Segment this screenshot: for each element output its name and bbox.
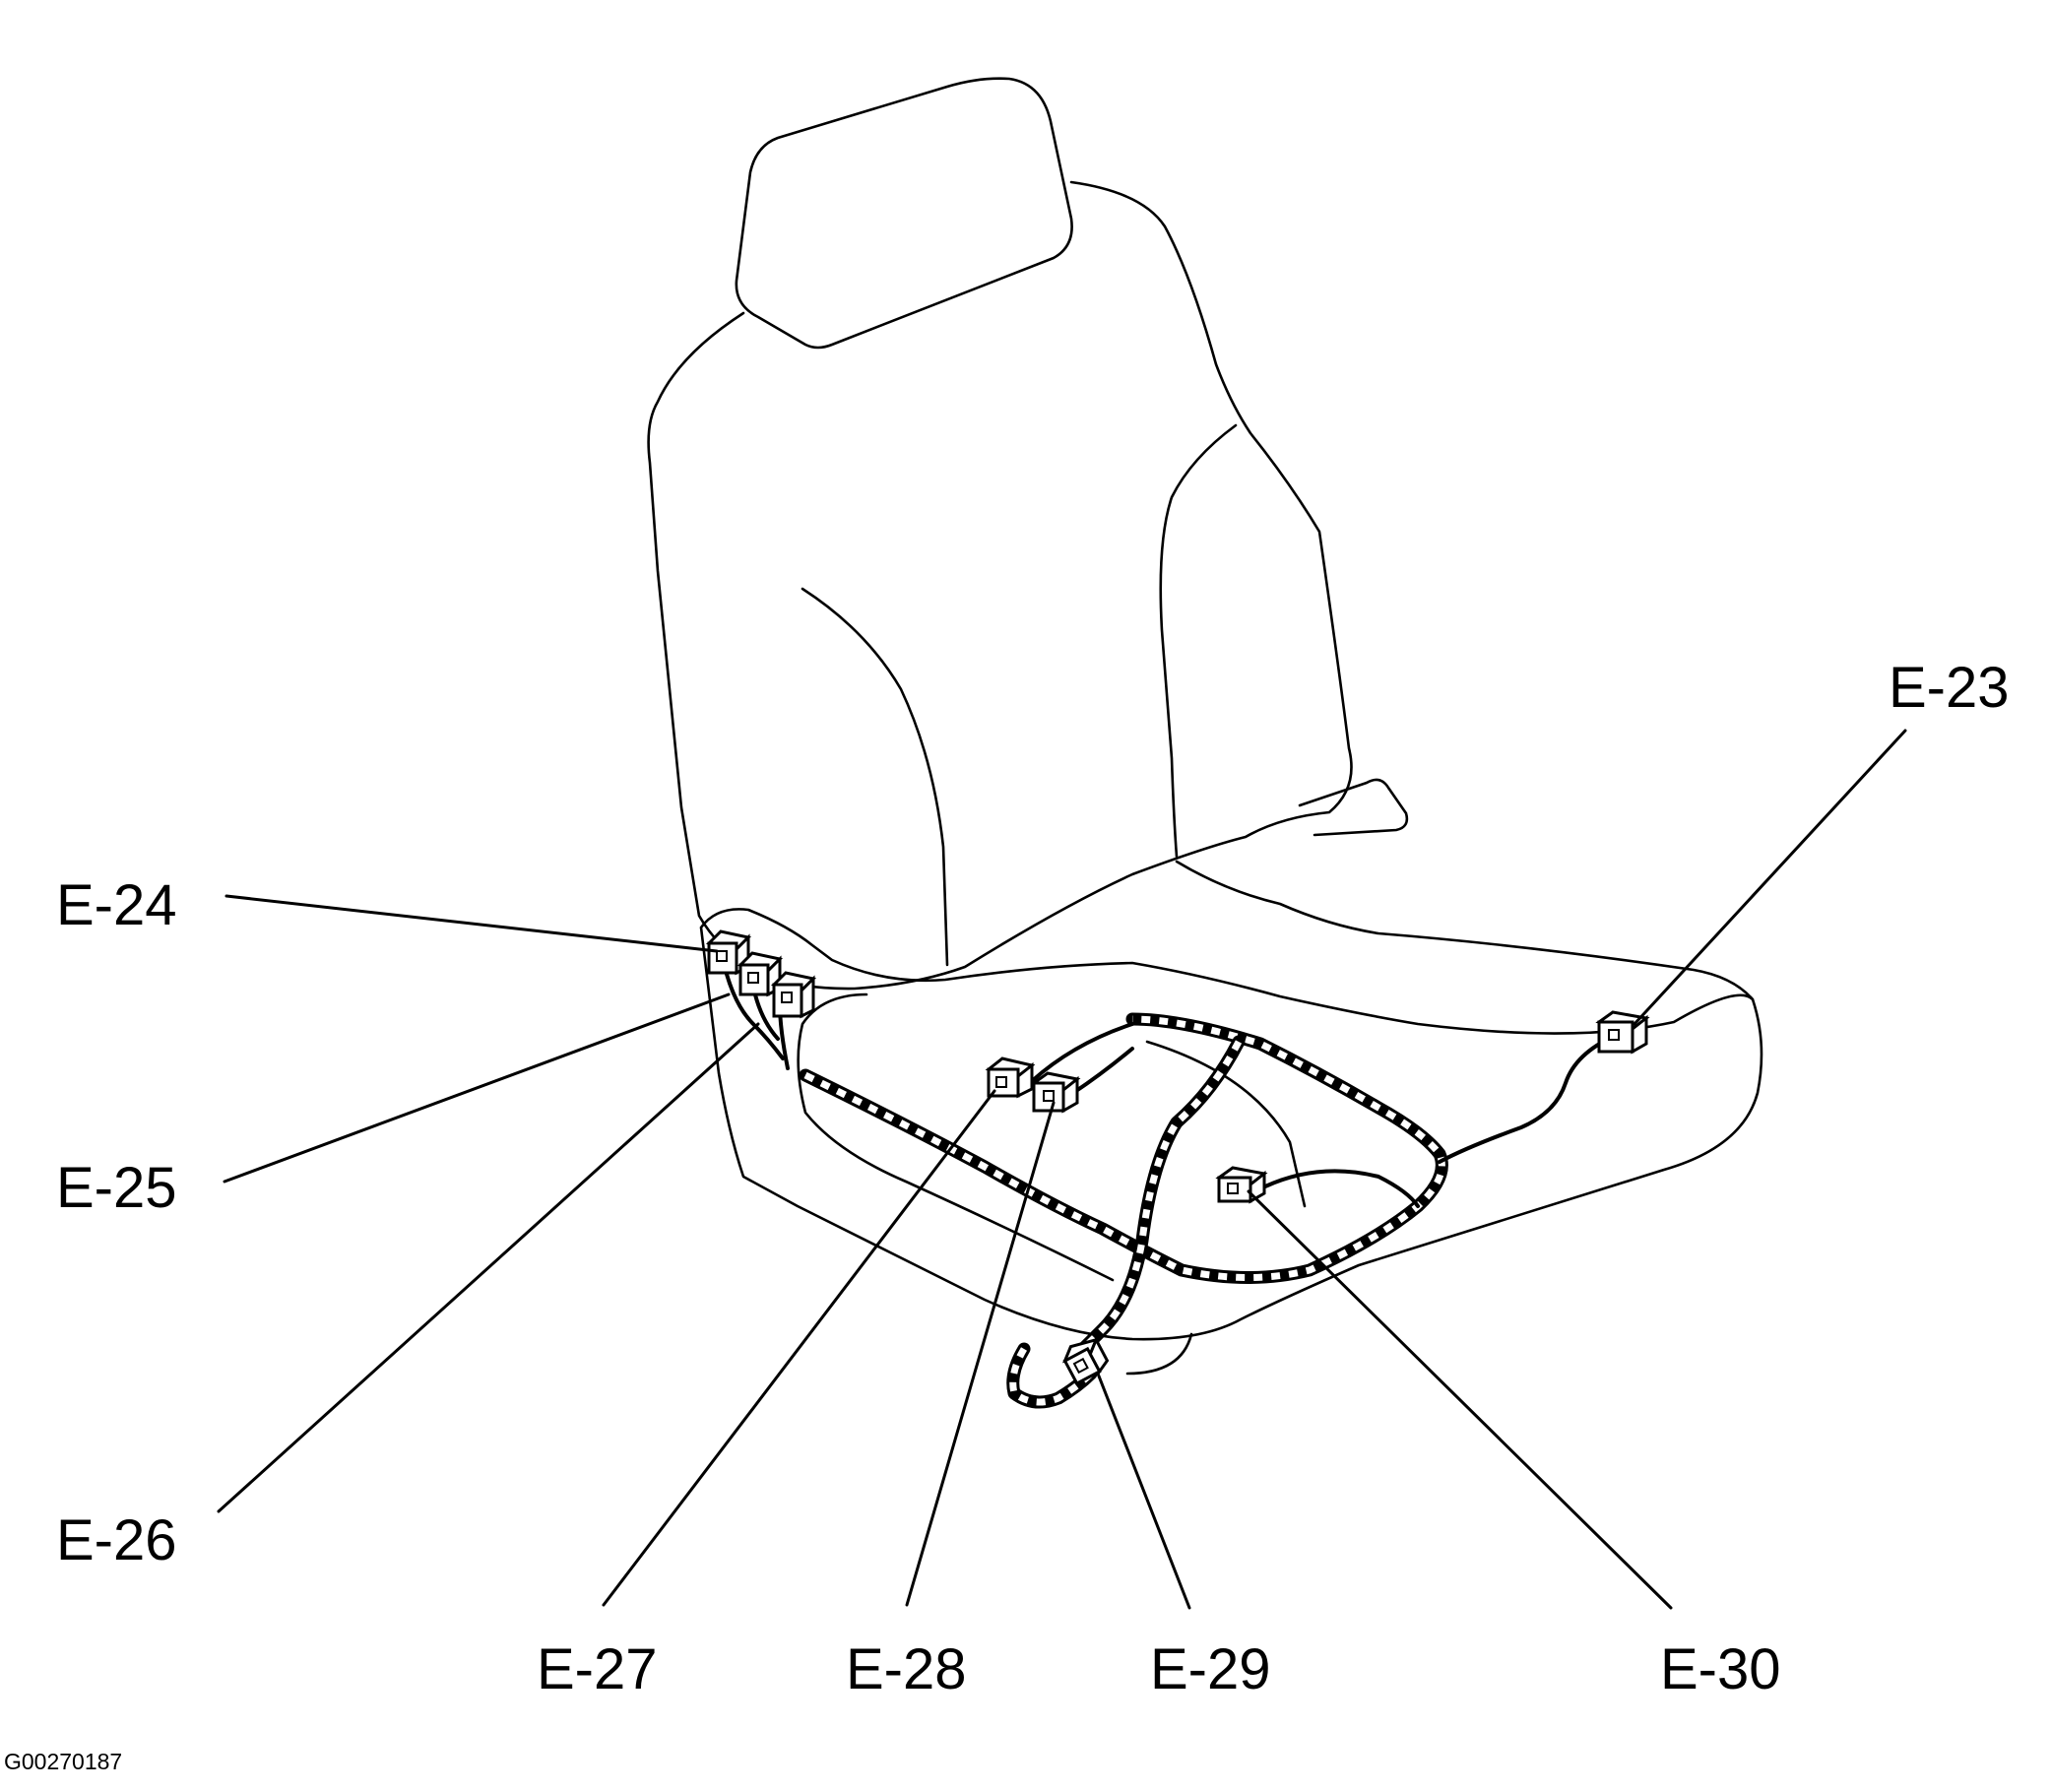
seatback-left-crease [801,587,949,967]
connector-e30[interactable] [1215,1166,1268,1204]
leader-e26 [217,1022,760,1513]
wire-e24-e26-bundle [722,961,785,1060]
wire-e27-e28 [1030,1022,1134,1083]
seat-cushion-front-crease [797,992,1115,1282]
leader-e29 [1096,1372,1191,1610]
harness-branch-e29 [1066,1035,1246,1366]
recliner-lever [1298,778,1409,837]
seatback-right-bolster [1159,423,1238,859]
leader-e27 [602,1089,996,1607]
figure-id: G00270187 [4,1749,123,1774]
label-e28: E-28 [846,1637,967,1701]
leader-e30 [1247,1189,1673,1610]
leader-e24 [224,894,719,953]
label-e25: E-25 [56,1156,177,1220]
leader-e28 [905,1101,1056,1607]
wire-e23 [1438,1034,1617,1164]
connector-e28[interactable] [1030,1071,1081,1114]
label-e24: E-24 [56,873,177,937]
seat-cushion-right-seam [1145,1040,1307,1208]
harness-tail-e29 [1006,1342,1098,1409]
connector-e26[interactable] [770,971,817,1019]
seat-cushion-outline [699,908,1763,1341]
label-e27: E-27 [537,1637,658,1701]
wire-e28 [1071,1047,1134,1095]
label-e29: E-29 [1150,1637,1271,1701]
headrest-outline [735,77,1073,350]
seat-cushion-ridge [1175,860,1755,1001]
label-e26: E-26 [56,1508,177,1572]
seat-cushion-flap [1125,1332,1193,1376]
wire-e30 [1263,1169,1420,1208]
label-e23: E-23 [1889,656,2010,720]
leader-e23 [1633,729,1907,1026]
seatback-outline [647,180,1353,991]
connector-e27[interactable] [985,1056,1036,1099]
leader-e25 [223,992,731,1184]
label-e30: E-30 [1660,1637,1781,1701]
main-wiring-harness [799,1012,1448,1284]
connector-e29[interactable] [1060,1334,1110,1386]
